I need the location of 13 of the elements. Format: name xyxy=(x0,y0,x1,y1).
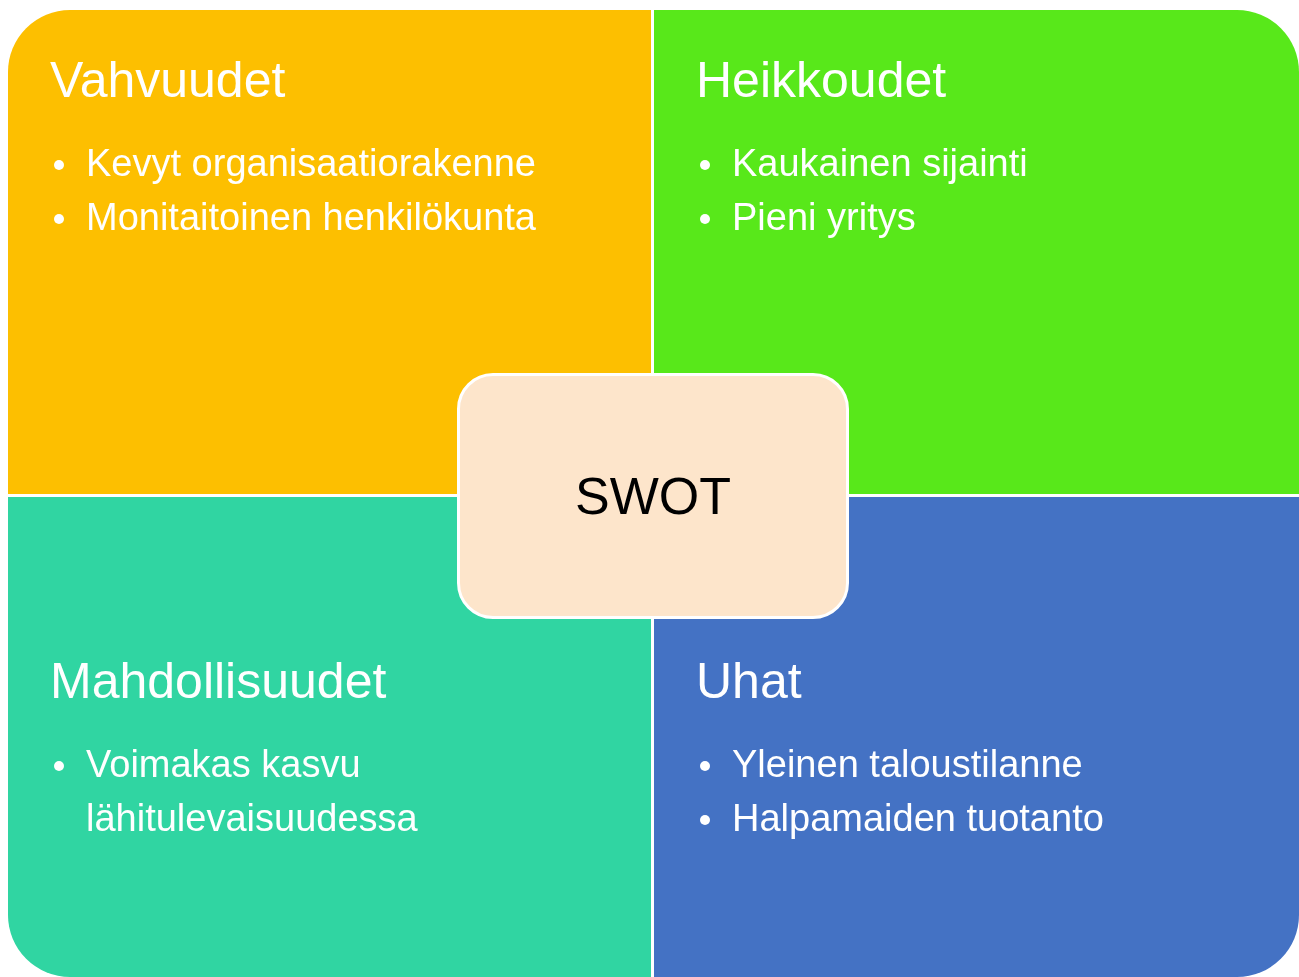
panel-heading: Mahdollisuudet xyxy=(50,652,387,711)
bullet-item: Kevyt organisaatiorakenne xyxy=(50,136,536,190)
bullet-item: Voimakas kasvu lähitulevaisuudessa xyxy=(50,737,620,845)
center-box xyxy=(457,373,849,619)
panel-heading: Vahvuudet xyxy=(50,51,286,110)
bullet-item: Halpamaiden tuotanto xyxy=(696,791,1104,845)
panel-heading: Heikkoudet xyxy=(696,51,947,110)
bullet-item: Kaukainen sijainti xyxy=(696,136,1028,190)
bullet-item: Monitaitoinen henkilökunta xyxy=(50,190,536,244)
panel-heading: Uhat xyxy=(696,652,802,711)
center-title: SWOT xyxy=(575,466,731,526)
bullet-item: Yleinen taloustilanne xyxy=(696,737,1083,791)
bullet-item: Pieni yritys xyxy=(696,190,916,244)
